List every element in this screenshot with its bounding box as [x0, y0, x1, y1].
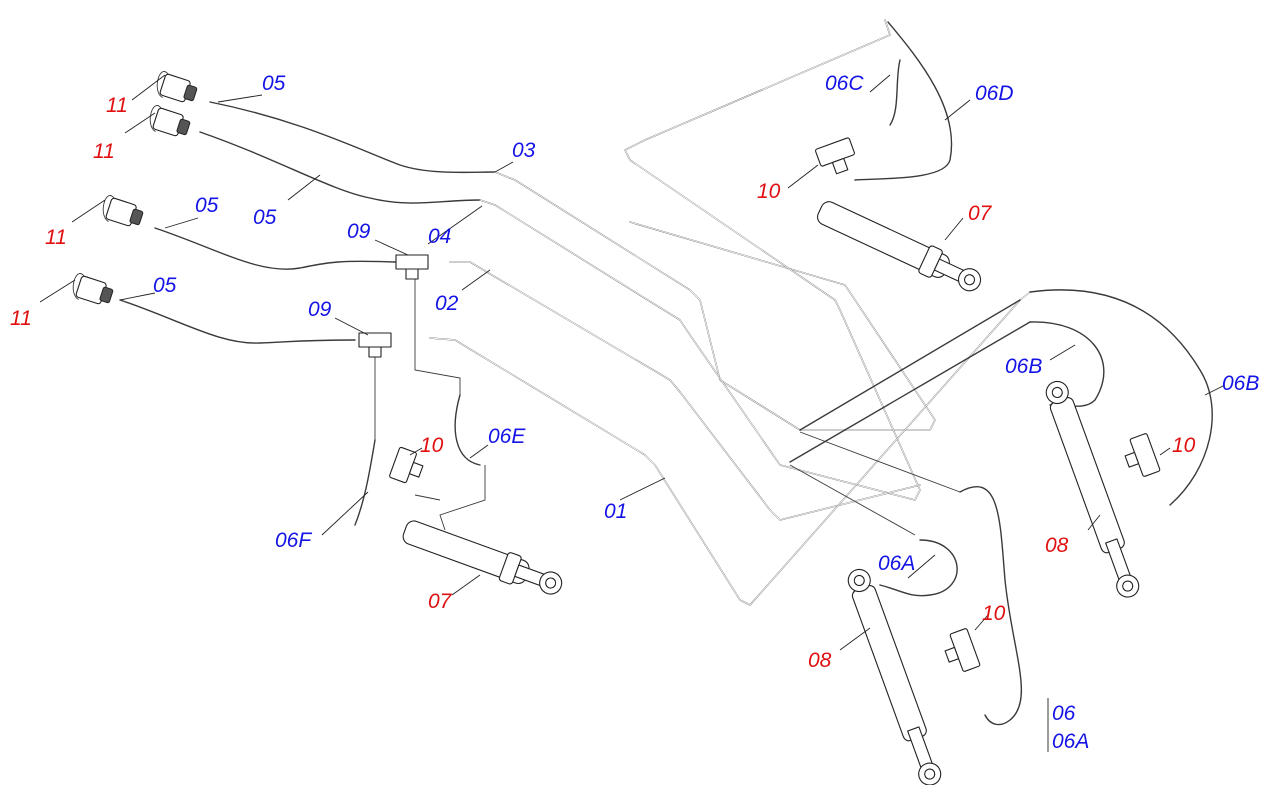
label-05: 05 [195, 194, 219, 217]
hose-06e [454, 394, 481, 466]
pipe-cross-a [799, 299, 1021, 431]
hose-06a [879, 539, 958, 597]
hose-06b-outer [1029, 289, 1213, 506]
valve-icon [944, 628, 981, 672]
cylinder-icon [847, 568, 942, 785]
label-06b: 06B [1222, 372, 1259, 395]
label-06b: 06B [1005, 355, 1042, 378]
cylinder-icon [1045, 380, 1140, 598]
tee-icon [358, 332, 392, 358]
label-07: 07 [428, 590, 453, 613]
label-10: 10 [757, 180, 781, 203]
label-10: 10 [982, 602, 1006, 625]
coupler-icon [102, 195, 144, 227]
hose-05-second [199, 131, 481, 204]
hose-06 [959, 486, 1023, 726]
valve-icon [389, 446, 424, 484]
quick-couplers [72, 71, 198, 305]
label-06e: 06E [488, 425, 526, 448]
label-04: 04 [428, 225, 451, 248]
coupler-icon [72, 273, 114, 305]
label-11: 11 [10, 307, 32, 330]
label-06a: 06A [1052, 730, 1089, 753]
coupler-icon [149, 105, 191, 137]
coupler-icon [156, 71, 198, 103]
hose-05-top [209, 101, 496, 174]
pipe-cross-b [789, 321, 1031, 463]
cylinder-icon [817, 201, 982, 292]
label-01: 01 [604, 500, 627, 523]
label-06f: 06F [275, 529, 312, 552]
cylinders [402, 201, 1140, 785]
label-06: 06 [1052, 702, 1076, 725]
label-10: 10 [1172, 434, 1196, 457]
valve-icon [1124, 433, 1161, 477]
label-11: 11 [93, 140, 115, 163]
tee-icon [395, 254, 429, 280]
hose-06f [354, 439, 376, 526]
hose-06e-zig [439, 465, 486, 531]
label-10: 10 [420, 434, 444, 457]
hose-lines [119, 19, 1213, 726]
cylinder-icon [402, 520, 563, 595]
hose-06e-line [414, 268, 461, 395]
label-11: 11 [106, 94, 128, 117]
label-02: 02 [435, 292, 459, 315]
hose-05-fourth [119, 299, 356, 344]
pipe-03 [494, 171, 936, 431]
label-05: 05 [262, 72, 286, 95]
label-09: 09 [347, 220, 371, 243]
pipe-cross-c [799, 431, 961, 493]
leader-lines [39, 74, 1226, 752]
valves [389, 137, 1161, 672]
label-05: 05 [153, 274, 177, 297]
hose-06c [889, 59, 901, 126]
label-06a: 06A [878, 552, 915, 575]
label-11: 11 [45, 226, 67, 249]
part-labels: 11 11 11 11 05 05 05 05 03 04 02 01 09 0… [10, 72, 1259, 753]
label-06c: 06C [825, 72, 864, 95]
tee-fittings [358, 254, 429, 358]
label-08: 08 [808, 649, 832, 672]
pipe-02 [449, 261, 921, 521]
valve-icon [815, 137, 855, 175]
label-05: 05 [253, 206, 277, 229]
label-06d: 06D [975, 82, 1014, 105]
label-03: 03 [512, 139, 536, 162]
label-08: 08 [1045, 534, 1069, 557]
label-09: 09 [308, 298, 332, 321]
pipe-cross-d [789, 464, 916, 536]
hose-06d [854, 21, 953, 181]
hose-05-third [154, 227, 396, 270]
label-07: 07 [968, 202, 993, 225]
